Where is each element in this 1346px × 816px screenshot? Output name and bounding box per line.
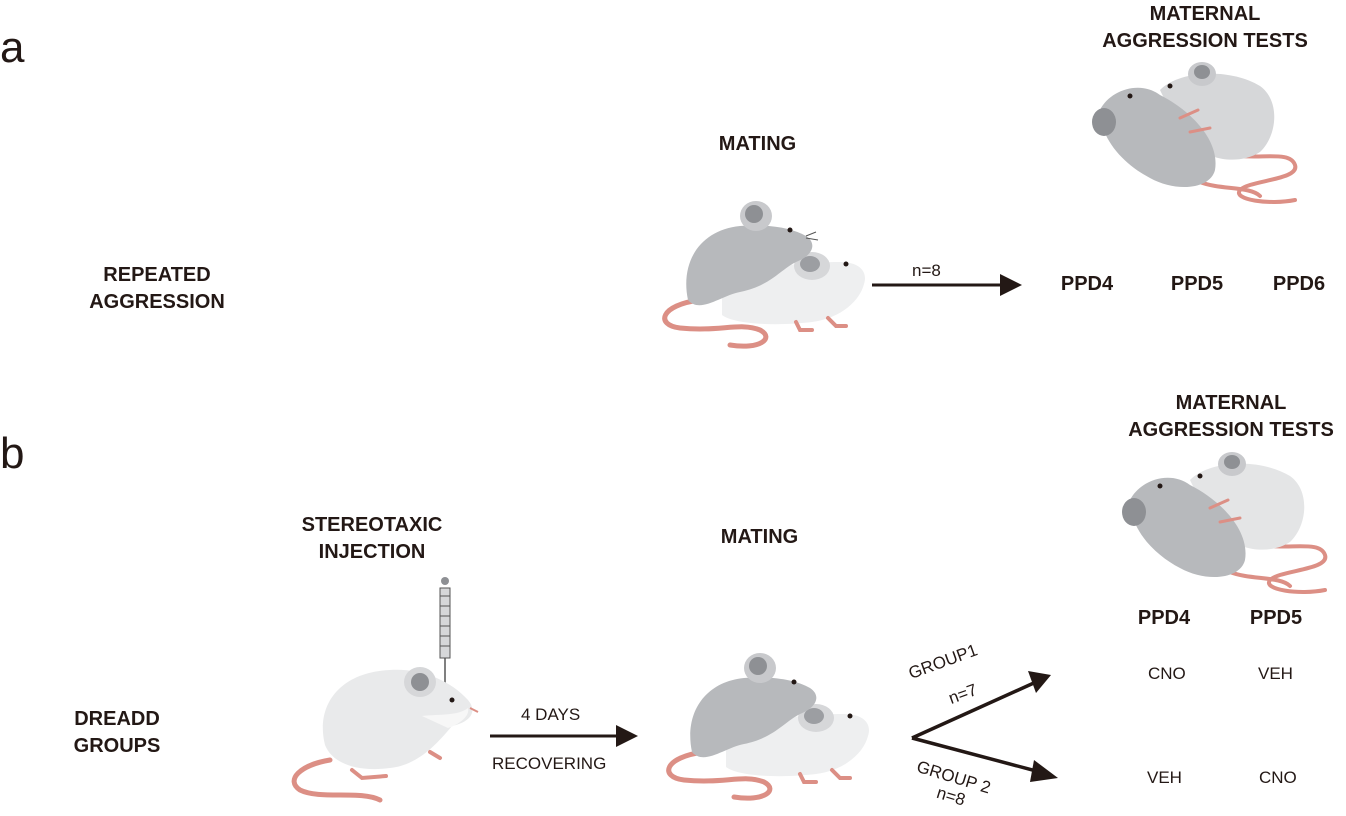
ppd6-label-a: PPD6 [1272,273,1326,295]
repeated-aggression-label: REPEATED AGGRESSION [78,262,236,316]
maternal-tests-title-a: MATERNAL AGGRESSION TESTS [1080,1,1330,55]
group2-ppd4-treatment: VEH [1147,768,1182,787]
arrow-bottom-label: RECOVERING [492,754,607,773]
mating-label-a: MATING [718,133,797,155]
mating-mice-illustration-b [666,653,869,801]
ppd4-label-b: PPD4 [1137,607,1191,629]
repeated-aggression-line2: AGGRESSION [89,291,225,313]
repeated-aggression-line1: REPEATED [103,264,211,286]
group1-ppd4-treatment: CNO [1148,664,1186,683]
aggression-mice-illustration-a [1092,62,1298,204]
dreadd-groups-line2: GROUPS [73,735,161,757]
injection-mouse-illustration [291,577,479,803]
ppd5-label-a: PPD5 [1170,273,1224,295]
panel-label-a: a [0,23,25,72]
panel-label-b: b [0,429,25,478]
maternal-tests-title-b-line2: AGGRESSION TESTS [1128,419,1334,441]
maternal-tests-title-a-line1: MATERNAL [1149,3,1261,25]
aggression-mice-illustration-b [1122,452,1328,594]
arrow-label-n8: n=8 [912,261,941,280]
ppd5-label-b: PPD5 [1249,607,1303,629]
dreadd-groups-label: DREADD GROUPS [64,706,170,760]
arrow-group1 [911,671,1051,740]
stereotaxic-injection-line2: INJECTION [318,541,426,563]
group1-ppd5-treatment: VEH [1258,664,1293,683]
arrow-mating-to-tests-a [872,274,1022,296]
maternal-tests-title-b: MATERNAL AGGRESSION TESTS [1106,390,1346,444]
maternal-tests-title-a-line2: AGGRESSION TESTS [1102,30,1308,52]
arrow-group2 [911,736,1058,782]
arrow-recovering [490,725,638,747]
ppd4-label-a: PPD4 [1060,273,1114,295]
mating-label-b: MATING [720,526,799,548]
maternal-tests-title-b-line1: MATERNAL [1175,392,1287,414]
group2-ppd5-treatment: CNO [1259,768,1297,787]
mating-mice-illustration-a [662,201,865,349]
dreadd-groups-line1: DREADD [74,708,160,730]
arrow-top-label: 4 DAYS [521,705,581,724]
stereotaxic-injection-line1: STEREOTAXIC [301,514,443,536]
stereotaxic-injection-label: STEREOTAXIC INJECTION [282,512,462,566]
